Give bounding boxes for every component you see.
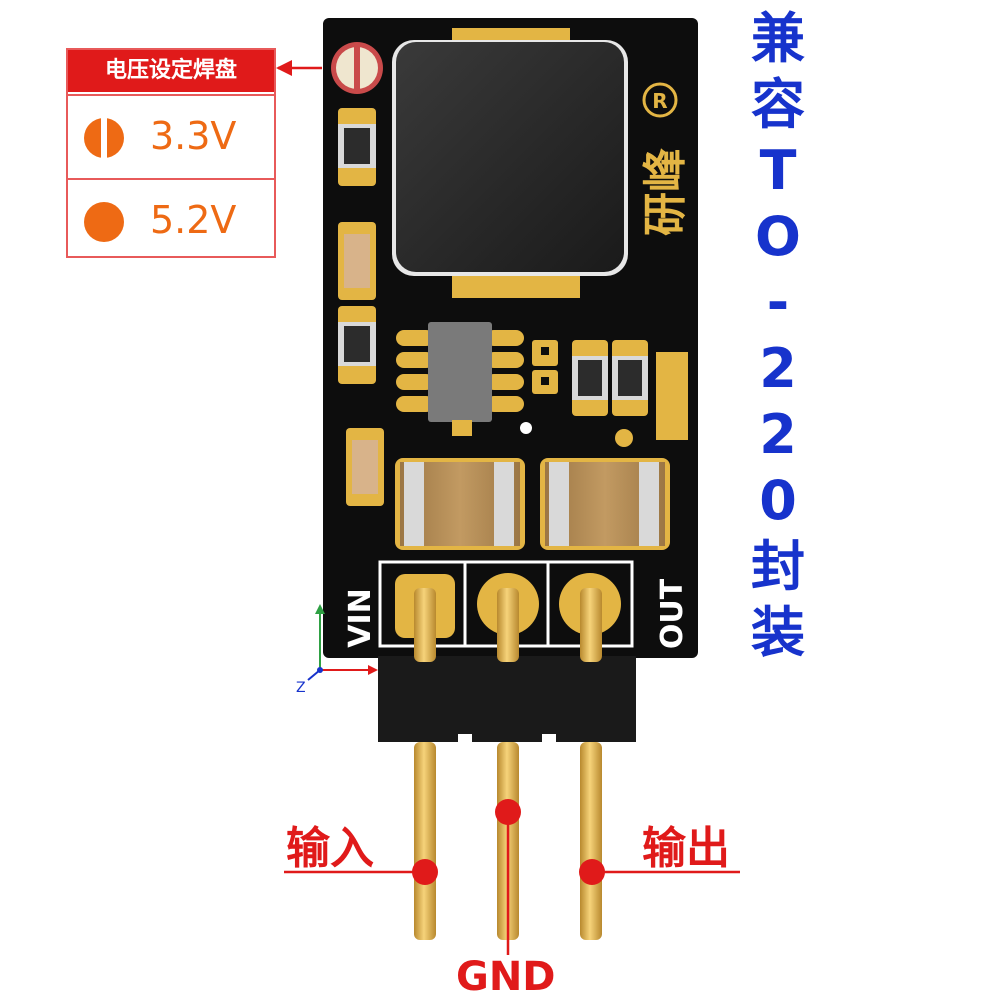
out-label: OUT (655, 578, 690, 649)
axis-indicator-icon (307, 604, 378, 681)
pin-header-notch-2 (542, 734, 556, 744)
via (520, 422, 532, 434)
title-char: 装 (751, 601, 805, 664)
inductor-bottom-pad (452, 272, 580, 298)
pin-header-notch-1 (458, 734, 472, 744)
axis-z-label: Z (296, 680, 306, 696)
title-char: 2 (759, 337, 797, 400)
compatibility-title: 兼 容 T O - 2 2 0 封 装 (732, 6, 824, 666)
capacitor-c1 (338, 222, 376, 300)
output-label: 输出 (642, 823, 730, 874)
half-circle-icon (84, 116, 124, 160)
gnd-label: GND (456, 954, 556, 1000)
brand-text: 研峰 (640, 148, 691, 236)
title-char: 兼 (751, 7, 805, 70)
pin-out-upper (580, 588, 602, 662)
pin-vin[interactable] (414, 742, 436, 940)
pin-out[interactable] (580, 742, 602, 940)
registered-mark: R (652, 89, 667, 113)
resistor-r3 (572, 340, 608, 416)
pin-gnd-upper (497, 588, 519, 662)
regulator-ic (396, 322, 524, 436)
title-char: 封 (751, 535, 805, 598)
pad-pair (532, 340, 558, 394)
input-callout-dot (412, 859, 438, 885)
pin-vin-upper (414, 588, 436, 662)
legend-value-3v3: 3.3V (150, 114, 237, 158)
registered-mark-icon (642, 82, 678, 118)
title-char: - (766, 271, 790, 334)
via-2 (615, 429, 633, 447)
vin-label: VIN (343, 588, 378, 648)
resistor-r2 (338, 306, 376, 384)
pin-header-housing (378, 656, 636, 742)
legend-option-3v3: 3.3V (68, 94, 274, 178)
output-callout-dot (579, 859, 605, 885)
capacitor-c3 (395, 458, 525, 550)
capacitor-c2 (346, 428, 384, 506)
gnd-callout-dot (495, 799, 521, 825)
input-label: 输入 (286, 823, 374, 874)
legend-title: 电压设定焊盘 (68, 50, 274, 92)
test-pad (656, 352, 688, 440)
inductor (396, 42, 624, 272)
pad-pointer-arrow (276, 60, 292, 76)
capacitor-c4 (540, 458, 670, 550)
resistor-r4 (612, 340, 648, 416)
legend-value-5v2: 5.2V (150, 198, 237, 242)
voltage-legend: 电压设定焊盘 3.3V 5.2V (66, 48, 276, 258)
title-char: 容 (751, 73, 805, 136)
title-char: 0 (759, 469, 797, 532)
full-circle-icon (84, 202, 124, 242)
legend-option-5v2: 5.2V (68, 178, 274, 262)
title-char: O (755, 205, 801, 268)
voltage-set-pad[interactable] (331, 42, 383, 94)
title-char: T (759, 139, 797, 202)
resistor-r1 (338, 108, 376, 186)
title-char: 2 (759, 403, 797, 466)
